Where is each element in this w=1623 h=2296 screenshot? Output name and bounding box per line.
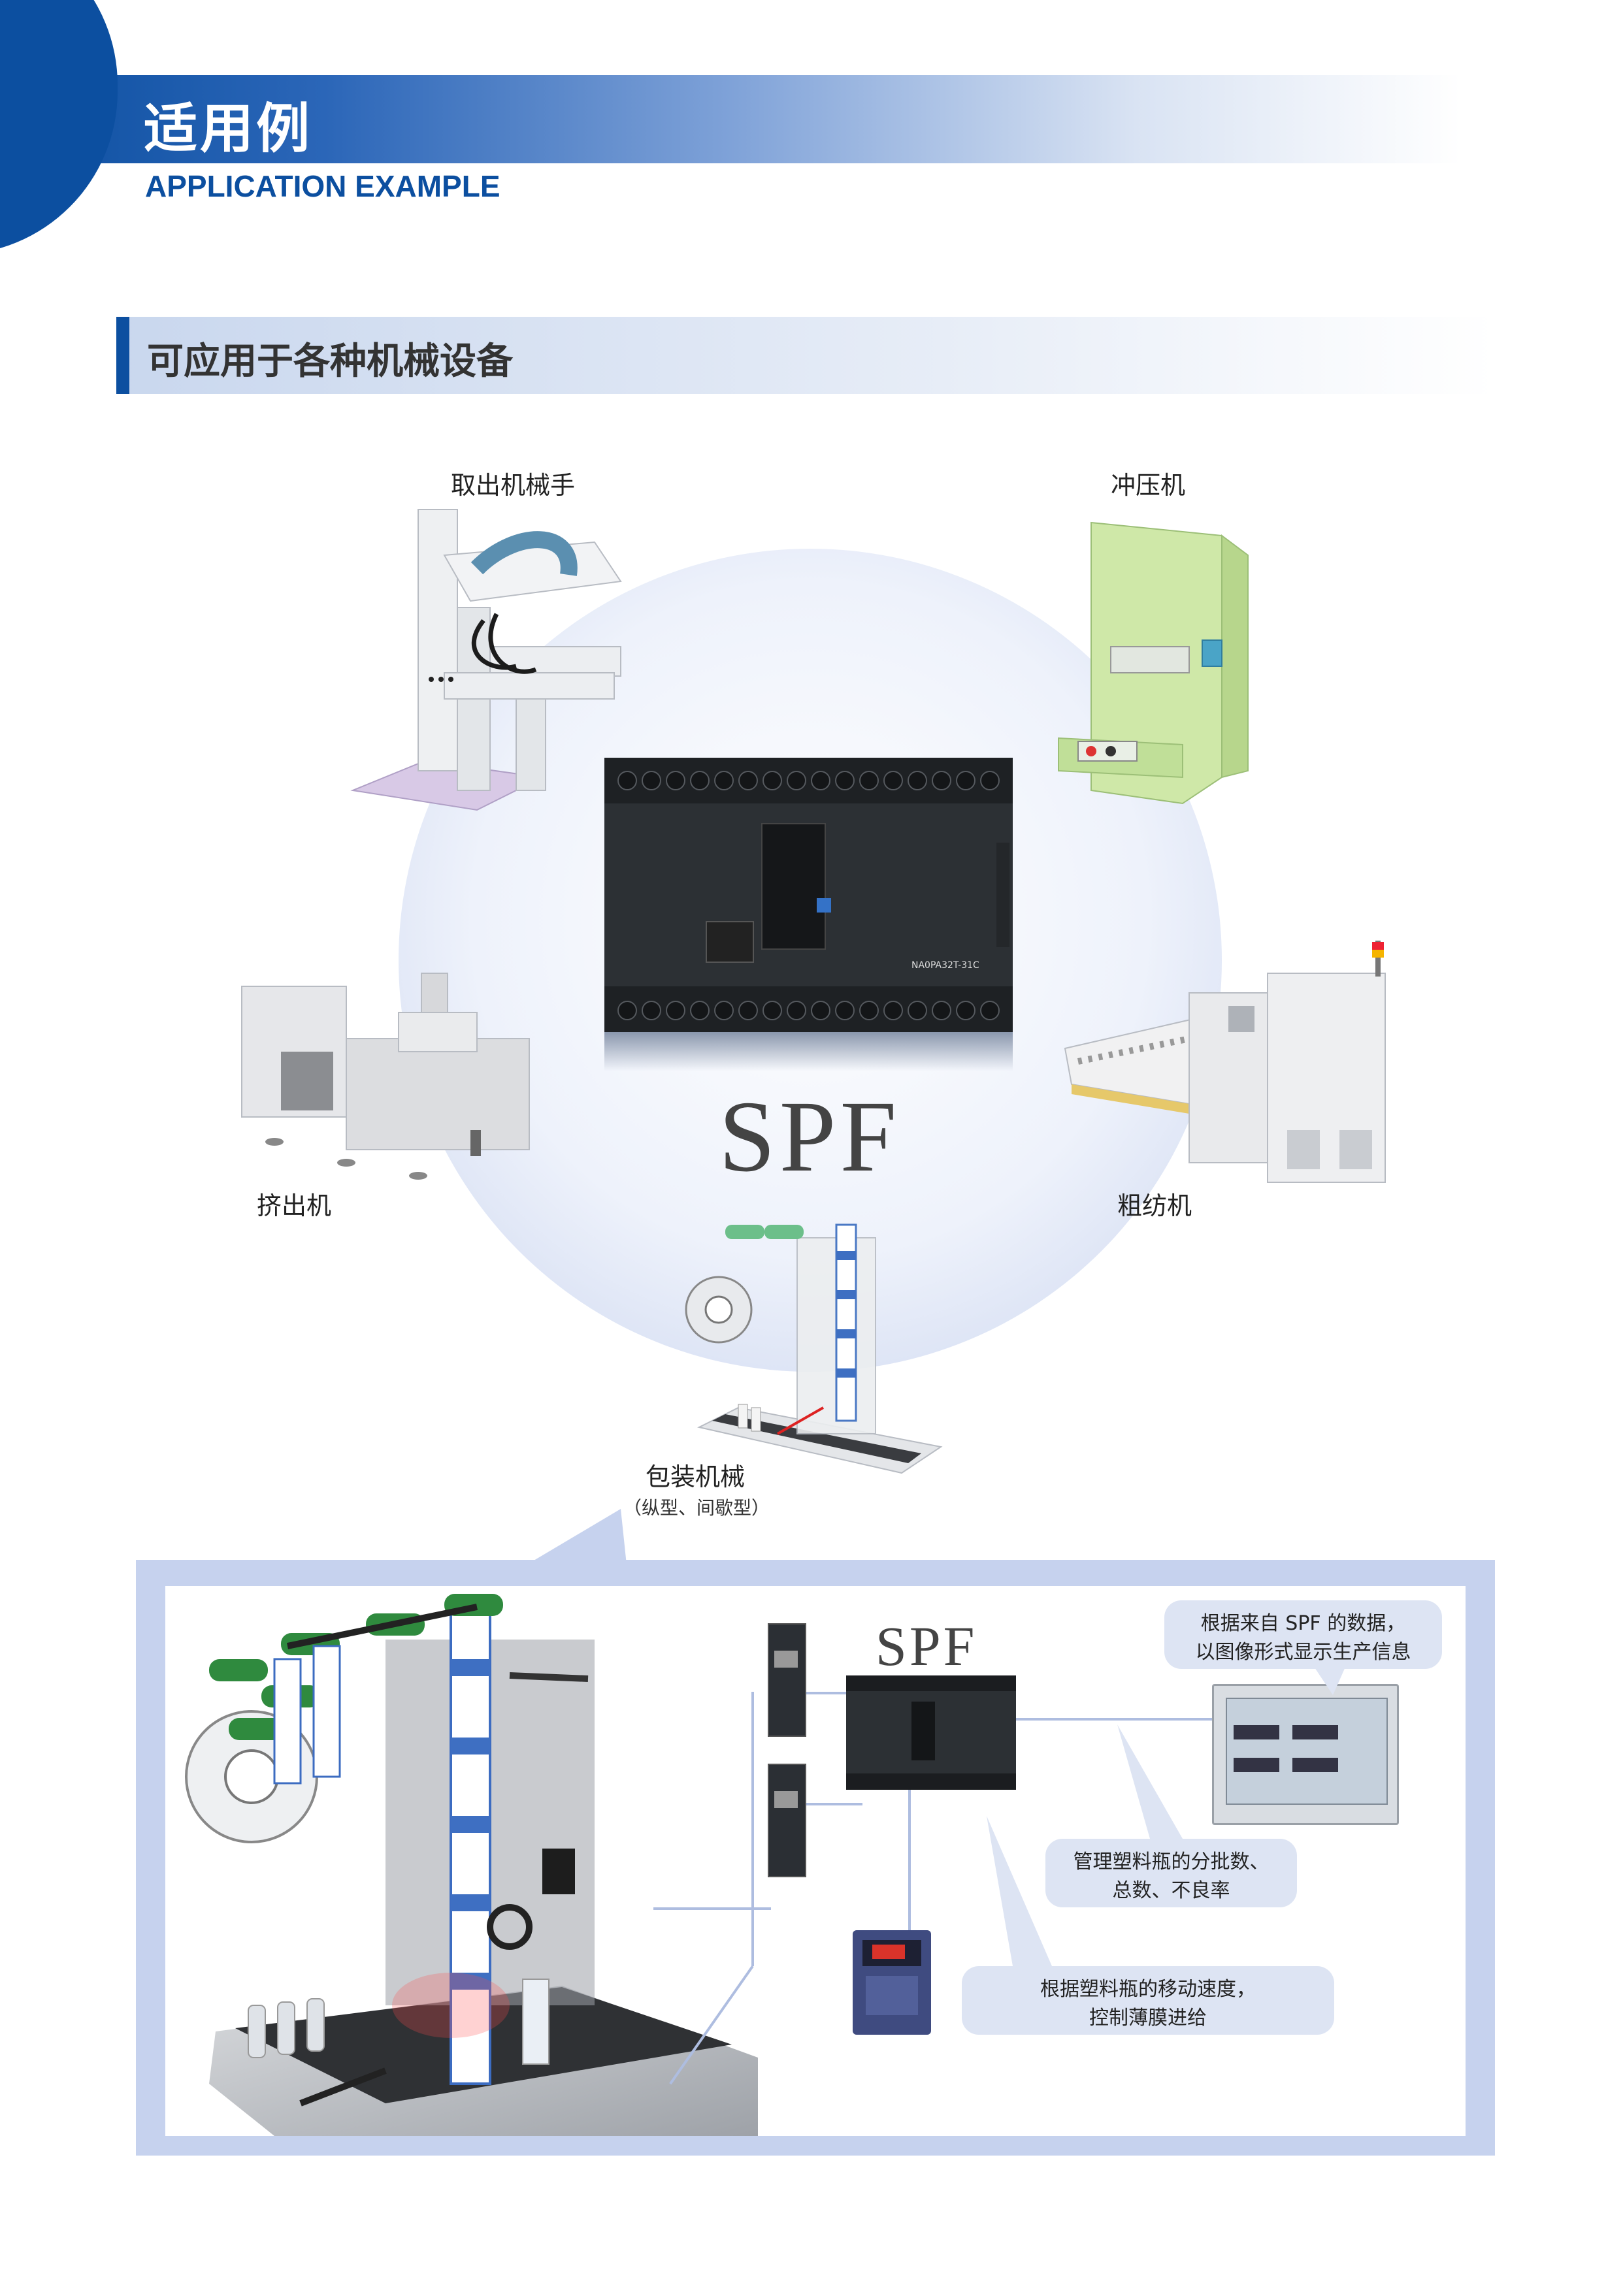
plc-terminal: [787, 1001, 806, 1020]
label-press: 冲压机: [1111, 471, 1186, 500]
plc-terminal: [642, 1001, 661, 1020]
callout-speed-line2: 控制薄膜进给: [1089, 2007, 1207, 2029]
plc-terminal: [738, 771, 758, 790]
plc-terminal: [617, 771, 637, 790]
label-spinning: 粗纺机: [1117, 1191, 1192, 1220]
section-header: [116, 317, 1495, 394]
plc-terminal: [666, 771, 685, 790]
corner-decoration: [0, 0, 118, 255]
plc-terminal: [690, 1001, 710, 1020]
hmi-display: [1212, 1684, 1399, 1825]
callout-pointer: [1313, 1666, 1346, 1695]
label-packaging: 包装机械: [646, 1463, 746, 1491]
plc-terminal: [883, 1001, 903, 1020]
spf-plc-image: [604, 758, 1013, 1032]
connection-line: [751, 1692, 754, 1966]
plc-terminal: [859, 1001, 879, 1020]
plc-terminal: [908, 1001, 927, 1020]
page-subtitle: APPLICATION EXAMPLE: [145, 169, 500, 203]
label-packaging-sub: （纵型、间歇型）: [623, 1497, 770, 1519]
callout-count-line2: 总数、不良率: [1112, 1879, 1230, 1902]
callout-display-line1: 根据来自 SPF 的数据，: [1200, 1612, 1406, 1635]
spf-small-wordmark: SPF: [876, 1615, 977, 1677]
spf-small-plc: [846, 1675, 1016, 1790]
connection-line: [653, 1907, 771, 1910]
plc-terminal: [714, 1001, 734, 1020]
plc-terminal: [642, 771, 661, 790]
callout-display-line2: 以图像形式显示生产信息: [1195, 1641, 1411, 1664]
plc-terminal: [762, 771, 782, 790]
packaging-illustration: [685, 1223, 943, 1474]
plc-terminal: [762, 1001, 782, 1020]
connection-line: [1000, 1718, 1215, 1721]
plc-terminal: [835, 771, 855, 790]
plc-reflection: [604, 1032, 1013, 1071]
servo-module-1: [768, 1623, 806, 1737]
plc-terminal: [980, 1001, 1000, 1020]
spinning-illustration: [1064, 941, 1386, 1183]
plc-model-label: NA0PA32T-31C: [911, 960, 979, 971]
press-illustration: [1058, 521, 1249, 805]
plc-terminal: [932, 771, 951, 790]
servo-module-2: [768, 1764, 806, 1877]
header-band: [0, 75, 1623, 163]
panel-pointer: [516, 1509, 627, 1571]
callout-display: 根据来自 SPF 的数据， 以图像形式显示生产信息: [1164, 1600, 1442, 1669]
plc-terminal: [932, 1001, 951, 1020]
plc-terminal: [617, 1001, 637, 1020]
plc-terminal: [738, 1001, 758, 1020]
label-extruder: 挤出机: [257, 1191, 332, 1220]
plc-terminal: [787, 771, 806, 790]
callout-pointer: [1117, 1724, 1183, 1839]
plc-terminal: [883, 771, 903, 790]
plc-terminal: [835, 1001, 855, 1020]
plc-terminal: [859, 771, 879, 790]
connection-line: [784, 1803, 862, 1805]
callout-count-line1: 管理塑料瓶的分批数、: [1073, 1851, 1270, 1873]
extruder-illustration: [241, 973, 530, 1180]
plc-terminal: [956, 771, 975, 790]
section-accent: [116, 317, 129, 394]
plc-terminal: [980, 771, 1000, 790]
spf-wordmark: SPF: [719, 1080, 901, 1193]
plc-terminal: [714, 771, 734, 790]
label-robot: 取出机械手: [451, 471, 576, 500]
plc-terminal: [956, 1001, 975, 1020]
callout-speed-line1: 根据塑料瓶的移动速度，: [1040, 1978, 1256, 2001]
section-title: 可应用于各种机械设备: [147, 340, 513, 383]
callout-count: 管理塑料瓶的分批数、 总数、不良率: [1045, 1839, 1297, 1907]
robot-illustration: [350, 509, 622, 811]
callout-speed: 根据塑料瓶的移动速度， 控制薄膜进给: [962, 1966, 1334, 2035]
packaging-detail-illustration: [185, 1594, 758, 2136]
plc-terminal: [811, 771, 830, 790]
plc-terminal: [908, 771, 927, 790]
connection-line: [908, 1783, 911, 1940]
plc-terminal: [666, 1001, 685, 1020]
connection-line: [784, 1692, 862, 1694]
plc-terminal: [811, 1001, 830, 1020]
inverter-image: [853, 1930, 931, 2035]
plc-terminal: [690, 771, 710, 790]
callout-pointer: [987, 1816, 1052, 1966]
page-title: 适用例: [144, 98, 313, 160]
